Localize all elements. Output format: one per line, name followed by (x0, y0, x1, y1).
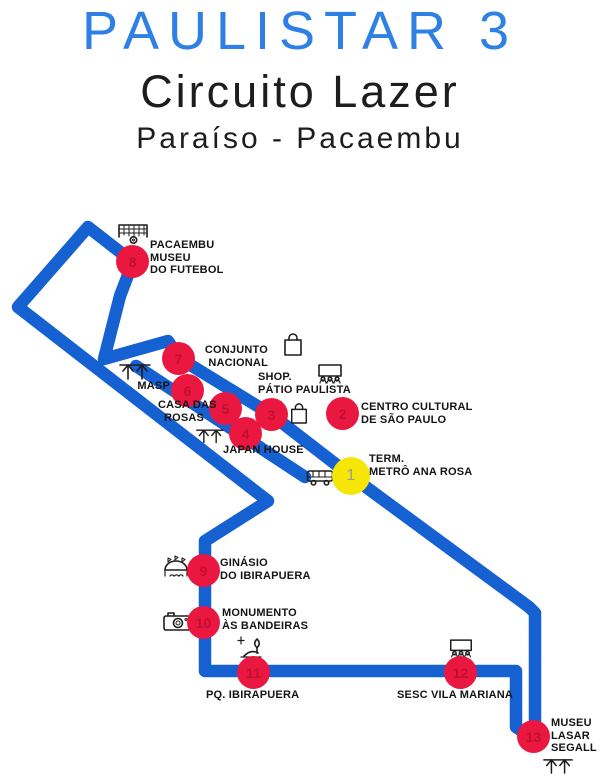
stop-marker-ginasio-ibirapuera: 9 (187, 554, 220, 587)
stop-number: 11 (246, 664, 261, 681)
stop-label-japan-house: JAPAN HOUSE (223, 444, 304, 456)
stop-number: 1 (346, 467, 356, 484)
stop-label-masp: MASP (137, 380, 170, 392)
museum-structure-icon (542, 756, 574, 775)
stop-number: 12 (452, 664, 469, 681)
stop-label-pq-ibirapuera: PQ. IBIRAPUERA (206, 689, 300, 701)
stop-number: 8 (128, 253, 137, 270)
stop-marker-conjunto-nacional: 7 (162, 342, 195, 375)
torii-structure-icon (195, 426, 225, 445)
route-line-paulista-leg (97, 255, 542, 744)
stop-marker-sesc-vila-mariana: 12 (444, 656, 477, 689)
gym-dome-icon (162, 555, 190, 579)
stop-number: 6 (183, 382, 192, 399)
stop-number: 5 (221, 400, 230, 417)
stop-number: 10 (195, 614, 212, 631)
stop-number: 4 (241, 425, 250, 442)
shopping-bag-icon (289, 401, 309, 425)
poster-title: PAULISTAR 3 (81, 1, 519, 61)
shopping-bag-icon (282, 331, 304, 357)
stop-number: 3 (267, 406, 276, 423)
stop-label-shop-patio-paulista: SHOP.PÁTIO PAULISTA (258, 371, 351, 396)
stop-marker-shop-patio-paulista: 3 (255, 398, 288, 431)
stop-marker-pacaembu: 8 (116, 245, 149, 278)
stop-marker-japan-house: 4 (229, 417, 262, 450)
audience-screen-icon (315, 364, 345, 384)
route-line-outer-loop (11, 220, 538, 744)
camera-icon (163, 610, 191, 632)
stop-number: 13 (525, 728, 542, 745)
stop-label-term-metro-ana-rosa: TERM.METRÔ ANA ROSA (369, 453, 473, 478)
stop-marker-masp: 6 (171, 374, 204, 407)
bus-icon (306, 468, 334, 486)
stop-marker-museu-lasar-segall: 13 (517, 720, 550, 753)
soccer-goal-icon (117, 223, 149, 245)
poster-subtitle: Circuito Lazer (140, 66, 460, 117)
stop-marker-pq-ibirapuera: 11 (237, 656, 270, 689)
poster-endpoints: Paraíso - Pacaembu (136, 122, 464, 155)
stop-marker-monumento-bandeiras: 10 (187, 606, 220, 639)
stop-number: 9 (199, 562, 208, 579)
stop-label-sesc-vila-mariana: SESC VILA MARIANA (397, 689, 514, 701)
stop-marker-casa-das-rosas: 5 (209, 392, 242, 425)
stop-marker-term-metro-ana-rosa: 1 (332, 457, 370, 495)
stop-number: 7 (174, 350, 183, 367)
stop-number: 2 (338, 405, 347, 422)
masp-building-icon (118, 361, 152, 381)
stop-marker-centro-cultural: 2 (326, 397, 359, 430)
